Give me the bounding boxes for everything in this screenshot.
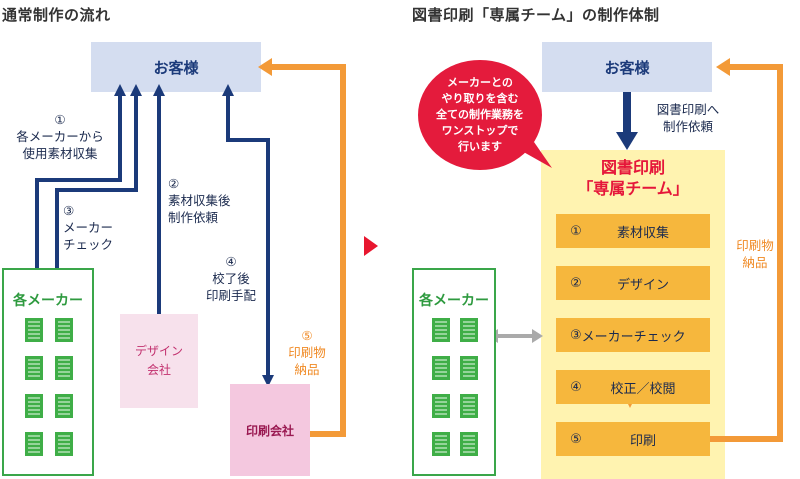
building-icon	[25, 318, 43, 342]
step2-label: ② 素材収集後 制作依頼	[168, 176, 231, 225]
step1-arrowhead-top	[114, 84, 126, 96]
transition-arrow-icon	[364, 236, 378, 256]
building-icon	[432, 356, 450, 380]
step3-label: ③ メーカー チェック	[63, 203, 114, 252]
right-client-box: お客様	[542, 42, 712, 92]
building-icon	[460, 356, 478, 380]
step3-arrowhead-top	[130, 84, 142, 96]
building-icon	[55, 394, 73, 418]
printer-box: 印刷会社	[230, 384, 310, 476]
building-icon	[432, 394, 450, 418]
team-step-2: ② デザイン	[556, 266, 710, 300]
delivery-label: 印刷物 納品	[736, 238, 774, 270]
request-label: 図書印刷へ 制作依頼	[656, 102, 720, 134]
delivery-arrow	[710, 64, 783, 442]
building-icon	[25, 356, 43, 380]
right-makers-title: 各メーカー	[419, 293, 489, 309]
team-title: 図書印刷 「専属チーム」	[577, 158, 689, 198]
step2-arrowhead-top	[153, 84, 165, 96]
step5-label: ⑤ 印刷物 納品	[288, 328, 326, 377]
designer-box: デザイン 会社	[120, 314, 198, 408]
building-icon	[25, 432, 43, 456]
delivery-arrowhead	[716, 58, 730, 76]
building-icon	[432, 432, 450, 456]
building-icon	[25, 394, 43, 418]
building-icon	[460, 394, 478, 418]
step1-arrow	[35, 92, 122, 275]
team-step-4: ④ 校正／校閲	[556, 370, 710, 404]
exchange-arrowhead-right	[532, 329, 543, 343]
step4-arrow	[226, 92, 270, 375]
team-step-1: ① 素材収集	[556, 214, 710, 248]
right-client-label: お客様	[604, 58, 650, 77]
building-icon	[55, 356, 73, 380]
building-icon	[460, 432, 478, 456]
step3-arrow	[55, 92, 138, 275]
right-makers-box: 各メーカー	[412, 268, 496, 476]
left-makers-title: 各メーカー	[13, 293, 83, 309]
building-icon	[432, 318, 450, 342]
building-icon	[55, 318, 73, 342]
step1-label: ① 各メーカーから 使用素材収集	[16, 112, 104, 161]
team-step-5: ⑤ 印刷	[556, 422, 710, 456]
right-title: 図書印刷「専属チーム」の制作体制	[412, 6, 660, 24]
team-step-3: ③ メーカーチェック	[556, 318, 710, 352]
step5-arrow	[270, 64, 346, 437]
building-icon	[460, 318, 478, 342]
step4-label: ④ 校了後 印刷手配	[205, 254, 256, 303]
request-arrowhead	[616, 132, 638, 150]
left-title: 通常制作の流れ	[2, 6, 111, 24]
building-icon	[55, 432, 73, 456]
step4-arrowhead-top	[222, 84, 234, 96]
left-client-label: お客様	[153, 58, 199, 77]
left-makers-box: 各メーカー	[2, 268, 94, 476]
step5-arrowhead	[258, 58, 272, 76]
one-stop-bubble: メーカーとの やり取りを含む 全ての制作業務を ワンストップで 行います	[418, 60, 542, 170]
left-client-box: お客様	[91, 42, 261, 92]
step4-arrowhead	[262, 375, 274, 387]
